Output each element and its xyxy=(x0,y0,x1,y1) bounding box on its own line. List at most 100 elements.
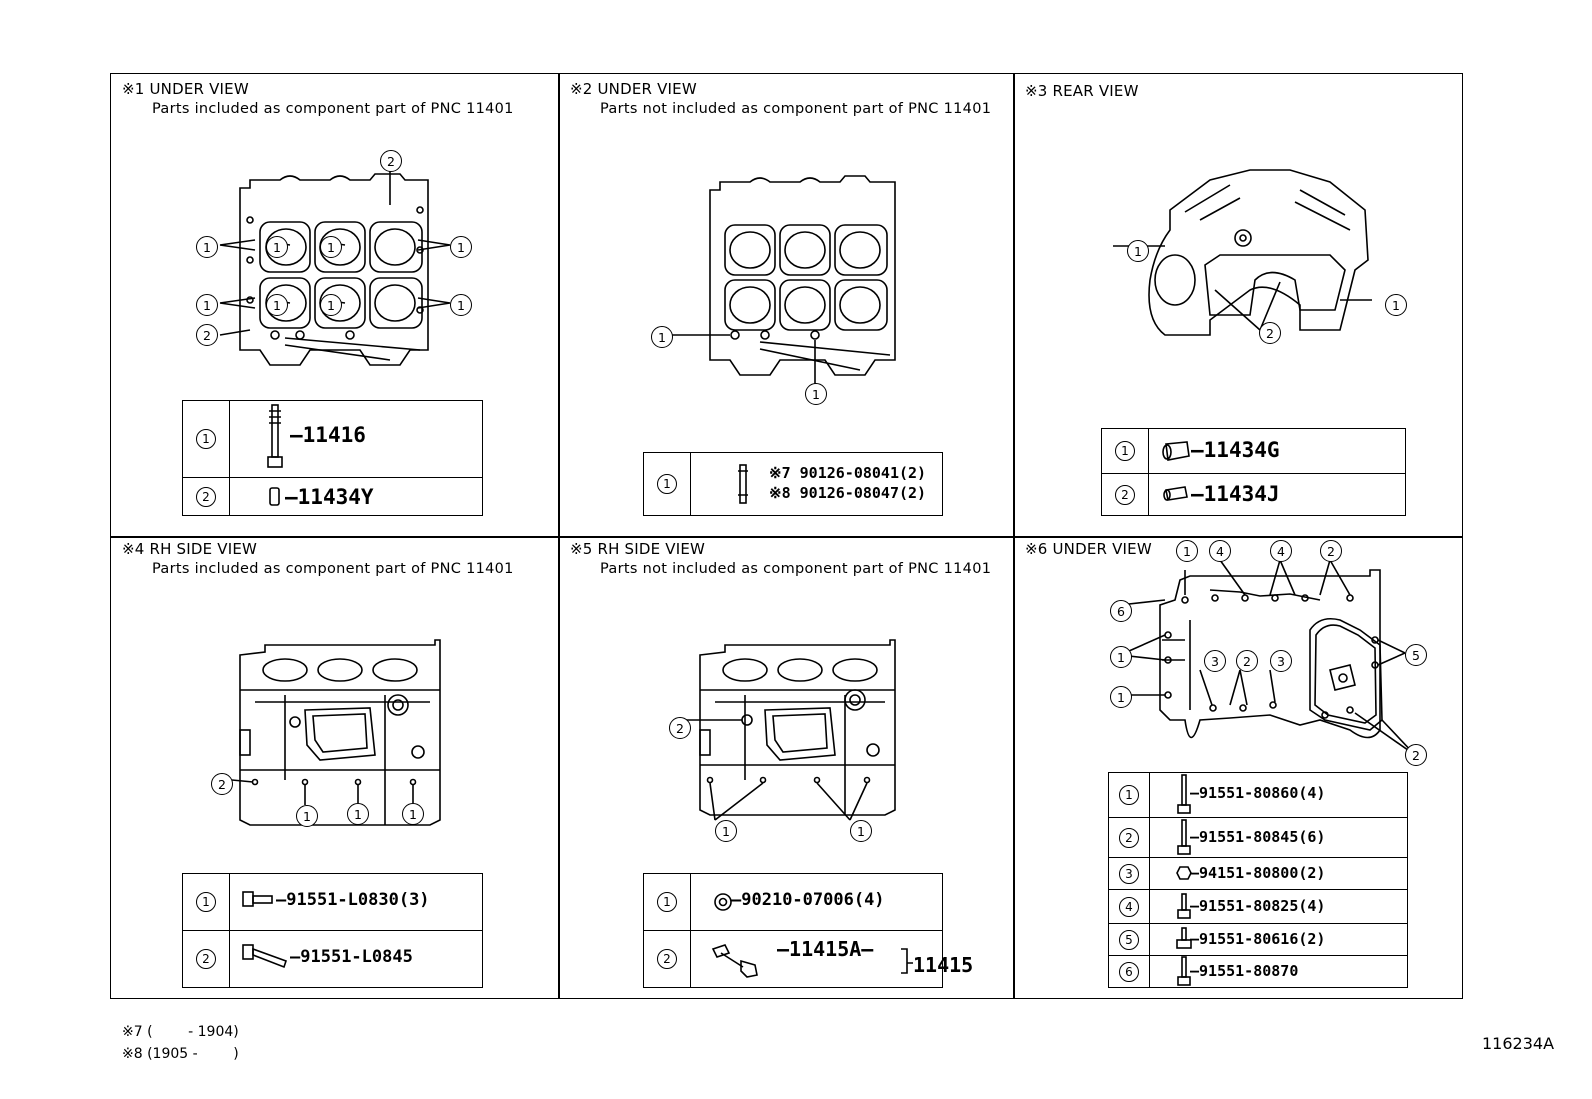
row-number: 1 xyxy=(196,429,216,449)
number-cell: 6 xyxy=(1109,956,1150,987)
row-number: 1 xyxy=(196,892,216,912)
callout-label: 1 xyxy=(296,805,318,827)
callout-label: 2 xyxy=(196,324,218,346)
callout-label: 1 xyxy=(1110,686,1132,708)
parts-row: 6 —91551-80870 xyxy=(1109,955,1407,987)
part-number: 90210-07006(4) xyxy=(741,890,885,910)
callout-label: 2 xyxy=(1405,744,1427,766)
footnote-8: ※8 (1905 - ) xyxy=(122,1046,239,1062)
callout-label: 2 xyxy=(669,717,691,739)
parts-row: 1 ※7 90126-08041(2) ※8 90126-08047(2) xyxy=(644,453,942,515)
number-cell: 2 xyxy=(183,478,230,515)
row-number: 2 xyxy=(1115,484,1135,505)
part-number: ※7 90126-08041(2) xyxy=(769,464,927,482)
flange-bolt-icon xyxy=(1177,819,1191,855)
callout-label: 1 xyxy=(1127,240,1149,262)
part-cell: —91551-80870 xyxy=(1150,956,1407,987)
grid-divider xyxy=(110,536,1463,538)
part-number: 11434Y xyxy=(297,485,374,509)
sleeve-icon xyxy=(1162,441,1190,461)
part-cell: —91551-80845(6) xyxy=(1150,818,1407,857)
number-cell: 2 xyxy=(644,931,691,987)
panel-3-title: ※3 REAR VIEW xyxy=(1025,82,1139,100)
callout-label: 1 xyxy=(402,803,424,825)
callout-label: 4 xyxy=(1209,540,1231,562)
panel-1-parts-table: 1 —11416 2 —11434Y xyxy=(182,400,483,516)
panel-2-title: ※2 UNDER VIEW xyxy=(570,80,697,98)
panel-6-parts-table: 1 —91551-80860(4) 2 —91551-80845(6) 3 —9… xyxy=(1108,772,1408,988)
number-cell: 1 xyxy=(1109,773,1150,817)
row-number: 2 xyxy=(196,486,216,507)
callout-label: 1 xyxy=(266,236,288,258)
part-number: 91551-L0830(3) xyxy=(286,890,430,910)
part-number: 11434J xyxy=(1203,482,1280,506)
part-number: 91551-L0845 xyxy=(300,947,413,967)
part-cell: —11415A— 11415 xyxy=(691,931,973,987)
panel-2-parts-table: 1 ※7 90126-08041(2) ※8 90126-08047(2) xyxy=(643,452,943,516)
part-number: 91551-80845(6) xyxy=(1199,828,1326,846)
callout-label: 5 xyxy=(1405,644,1427,666)
panel-4-subtitle: Parts included as component part of PNC … xyxy=(152,561,514,577)
panel-4-block-sideview xyxy=(231,639,441,826)
row-number: 4 xyxy=(1119,896,1139,917)
panel-3-parts-table: 1 —11434G 2 —11434J xyxy=(1101,428,1406,516)
part-number: ※8 90126-08047(2) xyxy=(769,484,927,502)
row-number: 6 xyxy=(1119,961,1139,982)
callout-label: 1 xyxy=(850,820,872,842)
callout-label: 1 xyxy=(320,294,342,316)
dowel-pin-icon xyxy=(269,487,280,506)
stud-bolt-icon xyxy=(738,464,748,504)
row-number: 3 xyxy=(1119,863,1139,884)
row-number: 2 xyxy=(1119,827,1139,848)
part-number: 11416 xyxy=(302,423,366,447)
number-cell: 1 xyxy=(183,401,230,477)
callout-label: 2 xyxy=(211,773,233,795)
callout-label: 1 xyxy=(1176,540,1198,562)
parts-row: 2 —11415A— 11415 xyxy=(644,930,973,987)
panel-5-parts-table: 1 —90210-07006(4) 2 —11415A— 11415 xyxy=(643,873,973,988)
callout-label: 1 xyxy=(450,236,472,258)
panel-6-title: ※6 UNDER VIEW xyxy=(1025,540,1152,558)
part-cell: —91551-80825(4) xyxy=(1150,890,1407,923)
part-cell: —11434G xyxy=(1149,429,1405,473)
part-cell: —11416 xyxy=(230,401,482,477)
part-cell: —90210-07006(4) xyxy=(691,874,942,930)
callout-label: 1 xyxy=(196,294,218,316)
part-number: 91551-80860(4) xyxy=(1199,784,1326,802)
row-number: 1 xyxy=(657,474,677,494)
callout-label: 1 xyxy=(450,294,472,316)
flange-bolt-icon xyxy=(1177,956,1191,986)
callout-label: 1 xyxy=(651,326,673,348)
part-number: 94151-80800(2) xyxy=(1199,864,1326,882)
parts-row: 1 —11434G xyxy=(1102,429,1405,473)
part-number: 91551-80870 xyxy=(1199,962,1299,980)
group-bracket xyxy=(901,948,913,974)
flange-bolt-icon xyxy=(1176,927,1192,949)
row-number: 1 xyxy=(1119,785,1139,805)
callout-label: 1 xyxy=(805,383,827,405)
parts-row: 2 —91551-80845(6) xyxy=(1109,817,1407,857)
panel-6-block-underview xyxy=(1119,559,1416,756)
parts-row: 2 —91551-L0845 xyxy=(183,930,482,987)
gasket-icon xyxy=(714,893,732,911)
part-number: 11434G xyxy=(1203,438,1280,462)
number-cell: 2 xyxy=(1102,474,1149,515)
parts-row: 1 —91551-L0830(3) xyxy=(183,874,482,930)
number-cell: 3 xyxy=(1109,858,1150,889)
panel-2-block-underview xyxy=(665,175,896,395)
panel-2-subtitle: Parts not included as component part of … xyxy=(600,101,992,117)
callout-label: 1 xyxy=(266,294,288,316)
number-cell: 5 xyxy=(1109,924,1150,955)
part-cell: —91551-80616(2) xyxy=(1150,924,1407,955)
number-cell: 4 xyxy=(1109,890,1150,923)
callout-label: 4 xyxy=(1270,540,1292,562)
number-cell: 1 xyxy=(644,453,691,515)
callout-label: 1 xyxy=(1385,294,1407,316)
part-number: 11415A xyxy=(789,937,862,961)
pin-icon xyxy=(1163,486,1188,501)
number-cell: 1 xyxy=(183,874,230,930)
part-cell: —11434J xyxy=(1149,474,1405,515)
part-cell: —91551-80860(4) xyxy=(1150,773,1407,817)
callout-label: 6 xyxy=(1110,600,1132,622)
callout-label: 1 xyxy=(320,236,342,258)
